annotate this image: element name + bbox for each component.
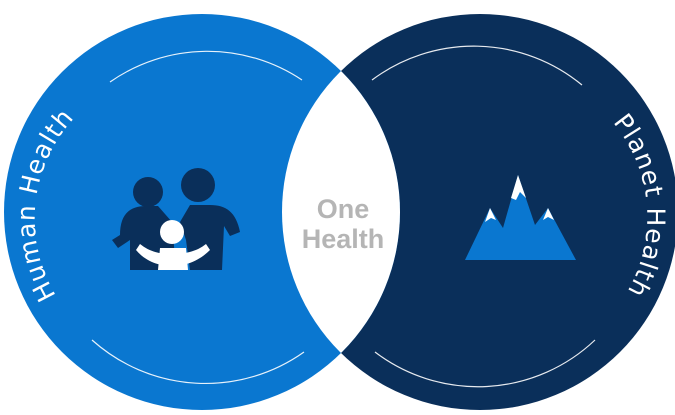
human-health-bottom-arc bbox=[91, 339, 305, 385]
mountain-icon bbox=[465, 175, 576, 260]
family-icon bbox=[112, 168, 240, 270]
planet-health-top-arc bbox=[371, 45, 583, 86]
one-health-line-2: Health bbox=[301, 224, 385, 254]
planet-health-circle bbox=[282, 14, 675, 410]
planet-health-bottom-arc bbox=[374, 339, 596, 388]
one-health-line-1: One bbox=[316, 194, 370, 224]
human-health-top-arc bbox=[109, 50, 303, 83]
